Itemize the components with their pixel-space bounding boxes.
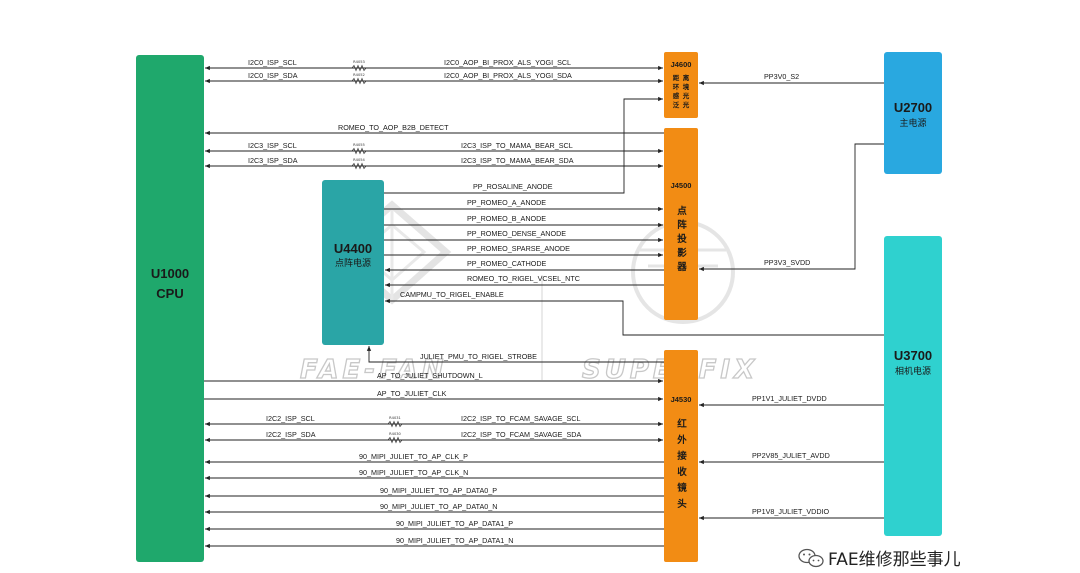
label-i2c0-sda-right: I2C0_AOP_BI_PROX_ALS_YOGI_SDA: [444, 71, 572, 80]
j4500-char-5: 器: [676, 262, 687, 273]
j4500-name: J4500: [671, 181, 692, 190]
u1000-cpu-block: U1000 CPU: [136, 55, 204, 562]
label-rosaline: PP_ROSALINE_ANODE: [473, 182, 553, 191]
resistor-r4031: [387, 420, 403, 428]
label-mipi-d1-p: 90_MIPI_JULIET_TO_AP_DATA1_P: [396, 519, 513, 528]
j4500-char-4: 影: [677, 248, 687, 259]
label-romeo-cathode: PP_ROMEO_CATHODE: [467, 259, 547, 268]
resistor-r4053: [351, 64, 367, 72]
j4530-char-2: 外: [676, 434, 687, 446]
j4530-char-1: 红: [677, 418, 687, 430]
resistor-r4055: [351, 147, 367, 155]
label-i2c0-scl-left: I2C0_ISP_SCL: [248, 58, 297, 67]
j4600-char-3: 环: [673, 83, 680, 91]
resistor-r4052: [351, 77, 367, 85]
u2700-name: U2700: [894, 100, 932, 115]
j4600-char-7: 泛: [673, 100, 680, 109]
label-mipi-d0-p: 90_MIPI_JULIET_TO_AP_DATA0_P: [380, 486, 497, 495]
label-i2c2-scl-right: I2C2_ISP_TO_FCAM_SAVAGE_SCL: [461, 414, 580, 423]
j4600-char-1: 距: [673, 73, 680, 82]
j4530-char-4: 收: [677, 466, 687, 478]
label-juliet-strobe: JULIET_PMU_TO_RIGEL_STROBE: [420, 352, 537, 361]
resistor-label-r4055: R4055: [353, 143, 365, 147]
resistor-label-r4030: R4030: [389, 432, 401, 436]
label-mipi-d1-n: 90_MIPI_JULIET_TO_AP_DATA1_N: [396, 536, 513, 545]
footer-account-name: FAE维修那些事儿: [828, 550, 961, 570]
u1000-name: U1000: [151, 266, 189, 281]
resistor-r4030: [387, 436, 403, 444]
label-pp2v85-avdd: PP2V85_JULIET_AVDD: [752, 451, 830, 460]
j4500-char-3: 投: [677, 233, 687, 245]
label-romeo-b2b: ROMEO_TO_AOP_B2B_DETECT: [338, 123, 449, 132]
label-i2c3-sda-right: I2C3_ISP_TO_MAMA_BEAR_SDA: [461, 156, 574, 165]
j4530-ir-camera-connector: J4530 红 外 接 收 镜 头: [664, 350, 698, 562]
j4600-proximity-sensor-connector: J4600 距 离 环 境 感 光 泛 光: [664, 52, 698, 118]
j4600-char-6: 光: [682, 91, 690, 100]
label-campmu-enable: CAMPMU_TO_RIGEL_ENABLE: [400, 290, 504, 299]
label-romeo-sparse: PP_ROMEO_SPARSE_ANODE: [467, 244, 570, 253]
label-i2c3-scl-left: I2C3_ISP_SCL: [248, 141, 297, 150]
wire-pp3v3-svdd: [699, 143, 884, 272]
resistor-label-r4052: R4052: [353, 73, 365, 77]
j4500-dot-projector-connector: J4500 点 阵 投 影 器: [664, 128, 698, 320]
j4500-char-1: 点: [677, 205, 687, 217]
j4530-char-5: 镜: [677, 482, 687, 494]
label-shutdown: AP_TO_JULIET_SHUTDOWN_L: [377, 371, 483, 380]
j4530-char-3: 接: [677, 450, 687, 462]
u1000-subtitle: CPU: [156, 286, 183, 301]
label-juliet-clk: AP_TO_JULIET_CLK: [377, 389, 447, 398]
u3700-name: U3700: [894, 348, 932, 363]
label-pp1v8-vddio: PP1V8_JULIET_VDDIO: [752, 507, 830, 516]
j4600-char-5: 感: [673, 91, 680, 100]
j4600-char-2: 离: [683, 73, 690, 82]
u2700-subtitle: 主电源: [899, 117, 926, 129]
wire-rosaline-anode: [384, 96, 663, 194]
u2700-main-power-block: U2700 主电源: [884, 52, 942, 174]
j4600-char-4: 境: [683, 82, 690, 91]
label-i2c0-scl-right: I2C0_AOP_BI_PROX_ALS_YOGI_SCL: [444, 58, 571, 67]
j4600-char-8: 光: [682, 100, 690, 109]
signal-wires: [204, 65, 884, 549]
label-romeo-a: PP_ROMEO_A_ANODE: [467, 198, 546, 207]
u3700-subtitle: 相机电源: [895, 365, 931, 377]
wire-juliet-strobe: [366, 346, 664, 363]
wechat-icon: [798, 548, 824, 568]
label-i2c2-scl-left: I2C2_ISP_SCL: [266, 414, 315, 423]
label-pp3v3-svdd: PP3V3_SVDD: [764, 258, 810, 267]
label-vcsel-ntc: ROMEO_TO_RIGEL_VCSEL_NTC: [467, 274, 580, 283]
label-i2c3-scl-right: I2C3_ISP_TO_MAMA_BEAR_SCL: [461, 141, 573, 150]
label-pp1v1-dvdd: PP1V1_JULIET_DVDD: [752, 394, 827, 403]
resistor-label-r4054: R4054: [353, 158, 365, 162]
label-romeo-dense: PP_ROMEO_DENSE_ANODE: [467, 229, 566, 238]
label-i2c0-sda-left: I2C0_ISP_SDA: [248, 71, 298, 80]
u4400-subtitle: 点阵电源: [335, 257, 371, 269]
wire-campmu-enable: [385, 298, 884, 336]
label-romeo-b: PP_ROMEO_B_ANODE: [467, 214, 546, 223]
j4530-name: J4530: [671, 395, 692, 404]
j4530-char-6: 头: [677, 498, 687, 510]
label-mipi-clk-p: 90_MIPI_JULIET_TO_AP_CLK_P: [359, 452, 468, 461]
resistor-symbols: [351, 64, 403, 444]
j4600-name: J4600: [671, 60, 692, 69]
u4400-name: U4400: [334, 241, 372, 256]
resistor-label-r4053: R4053: [353, 60, 365, 64]
watermark-text-left: FAE-FAN: [300, 355, 447, 385]
label-i2c2-sda-left: I2C2_ISP_SDA: [266, 430, 316, 439]
resistor-r4054: [351, 162, 367, 170]
u4400-dot-projector-power-block: U4400 点阵电源: [322, 180, 384, 345]
j4500-char-2: 阵: [677, 219, 687, 231]
resistor-label-r4031: R4031: [389, 416, 401, 420]
signal-labels: I2C0_ISP_SCL I2C0_AOP_BI_PROX_ALS_YOGI_S…: [248, 58, 830, 545]
u3700-camera-power-block: U3700 相机电源: [884, 236, 942, 536]
label-mipi-clk-n: 90_MIPI_JULIET_TO_AP_CLK_N: [359, 468, 468, 477]
label-i2c3-sda-left: I2C3_ISP_SDA: [248, 156, 298, 165]
label-mipi-d0-n: 90_MIPI_JULIET_TO_AP_DATA0_N: [380, 502, 497, 511]
label-i2c2-sda-right: I2C2_ISP_TO_FCAM_SAVAGE_SDA: [461, 430, 581, 439]
label-pp3v0-s2: PP3V0_S2: [764, 72, 799, 81]
